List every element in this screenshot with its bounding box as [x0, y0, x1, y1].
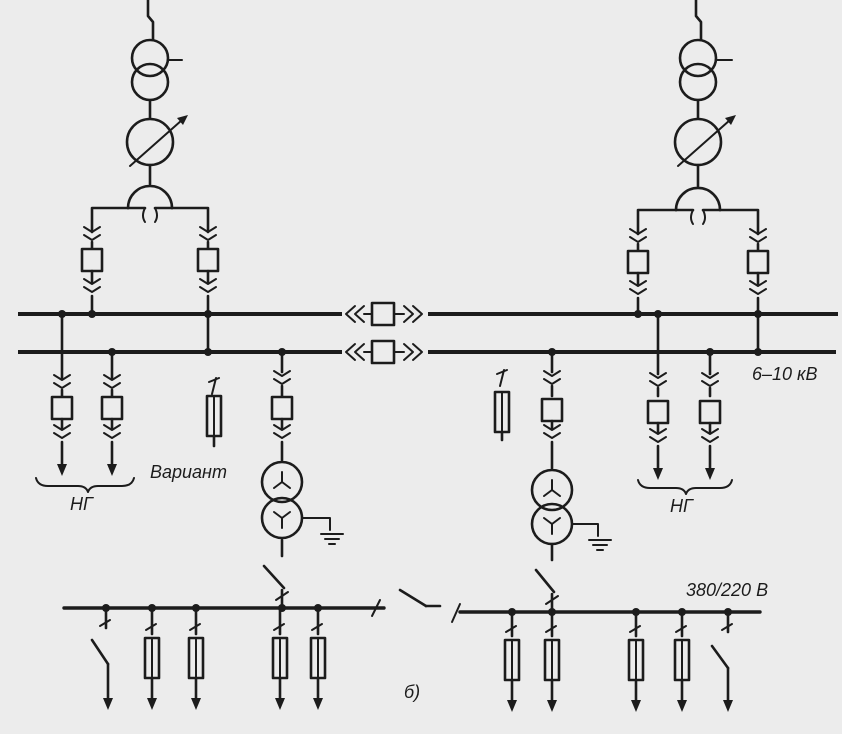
voltage-hv-label: 6–10 кВ: [752, 364, 818, 384]
lv-left-fuse-feeder-4: [309, 604, 327, 710]
left-input-transformer: [130, 0, 183, 102]
left-split-reactor: [90, 184, 210, 234]
left-ng-brace: [35, 477, 135, 493]
left-feeder-b: [196, 226, 220, 356]
left-lv-transformer-feeder: [260, 348, 344, 545]
lv-right-fuse-feeder-3: [627, 608, 645, 712]
right-feeder-b: [746, 228, 770, 356]
ng-left-label: НГ: [70, 494, 94, 514]
voltage-lv-label: 380/220 В: [686, 580, 768, 600]
lv-right-fuse-feeder-4: [673, 608, 691, 712]
right-input-transformer: [678, 0, 733, 102]
left-variant-fuse: [205, 377, 223, 448]
left-ng-feeder-1: [50, 310, 74, 476]
left-reactor: [125, 98, 188, 186]
right-split-reactor: [636, 186, 760, 236]
right-feeder-a: [626, 228, 650, 318]
figure-letter: б): [404, 682, 420, 702]
right-lv-transformer-feeder: [530, 348, 612, 551]
lv-left-fuse-feeder-2: [187, 604, 205, 710]
bus-coupler-upper: [345, 301, 423, 327]
lv-right-fuse-feeder-2: [543, 610, 561, 712]
lv-bus-left: [62, 538, 386, 617]
right-ng-feeder-2: [698, 348, 722, 480]
lv-left-fuse-feeder-3: [271, 606, 289, 710]
right-reactor: [673, 98, 736, 188]
lv-right-fuse-feeder-1: [503, 608, 521, 712]
right-variant-fuse: [493, 369, 511, 442]
right-ng-feeder-1: [646, 310, 670, 480]
ng-right-label: НГ: [670, 496, 694, 516]
right-ng-brace: [637, 479, 733, 495]
left-ng-feeder-2: [100, 348, 124, 476]
lv-left-fuse-feeder-1: [143, 604, 161, 710]
lv-right-switch-feeder: [710, 608, 733, 712]
bus-coupler-lower: [345, 339, 423, 365]
left-feeder-a: [80, 226, 104, 318]
variant-label: Вариант: [150, 462, 227, 482]
lv-left-switch-feeder: [90, 604, 113, 710]
